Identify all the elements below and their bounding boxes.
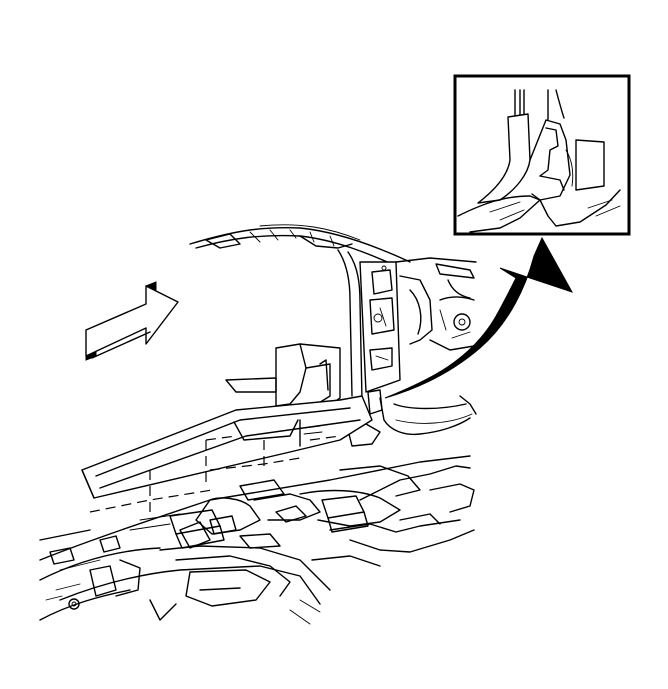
- callout-arrow-icon: [384, 236, 574, 399]
- roof-rail: [189, 224, 411, 267]
- detail-inset: [453, 74, 631, 236]
- rocker-trim-panel: [81, 395, 373, 513]
- detail-inset-pillar: [457, 89, 621, 233]
- a-pillar: [337, 249, 401, 401]
- floor-pan: [39, 455, 475, 625]
- forward-direction-arrow-icon: [85, 281, 179, 361]
- dash-area: [395, 257, 477, 351]
- console-structure: [169, 479, 369, 549]
